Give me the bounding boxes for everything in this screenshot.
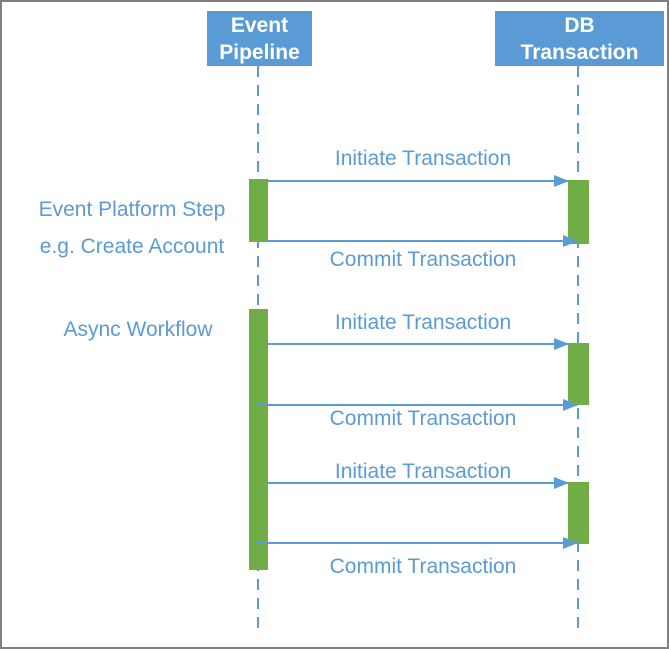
arrowhead-right-icon xyxy=(563,399,578,411)
message-label-initiate-3: Initiate Transaction xyxy=(334,460,512,483)
message-label-commit-3: Commit Transaction xyxy=(329,555,517,578)
arrowhead-right-icon xyxy=(554,338,569,350)
actor-box-db-transaction: DB Transaction xyxy=(495,11,664,66)
message-arrow-commit-1 xyxy=(267,235,578,247)
message-label-initiate-2: Initiate Transaction xyxy=(334,311,512,334)
actor-label-event-pipeline: Event Pipeline xyxy=(219,13,300,64)
activation-bar-event-platform-step xyxy=(249,179,268,242)
annotation-event-platform-step: Event Platform Step e.g. Create Account xyxy=(14,191,250,265)
message-arrow-initiate-1 xyxy=(267,175,569,187)
message-label-commit-2: Commit Transaction xyxy=(329,407,517,430)
arrowhead-right-icon xyxy=(563,537,578,549)
message-arrow-initiate-3 xyxy=(267,477,569,489)
arrowhead-right-icon xyxy=(554,477,569,489)
message-arrow-initiate-2 xyxy=(267,338,569,350)
actor-label-db-transaction: DB Transaction xyxy=(520,13,639,64)
annotation-line: Event Platform Step xyxy=(38,198,226,221)
message-label-initiate-1: Initiate Transaction xyxy=(334,147,512,170)
activation-bar-db-transaction-1 xyxy=(568,180,589,244)
activation-bar-db-transaction-2 xyxy=(568,343,589,405)
message-arrow-commit-3 xyxy=(255,537,578,549)
activation-bar-db-transaction-3 xyxy=(568,482,589,544)
message-label-commit-1: Commit Transaction xyxy=(329,248,517,271)
activation-bar-async-workflow xyxy=(249,309,268,570)
arrowhead-right-icon xyxy=(554,175,569,187)
actor-box-event-pipeline: Event Pipeline xyxy=(207,11,312,66)
message-arrow-commit-2 xyxy=(255,399,578,411)
annotation-line: Async Workflow xyxy=(63,318,213,341)
arrowhead-right-icon xyxy=(563,235,578,247)
annotation-line: e.g. Create Account xyxy=(39,235,225,258)
annotation-async-workflow: Async Workflow xyxy=(14,311,262,348)
